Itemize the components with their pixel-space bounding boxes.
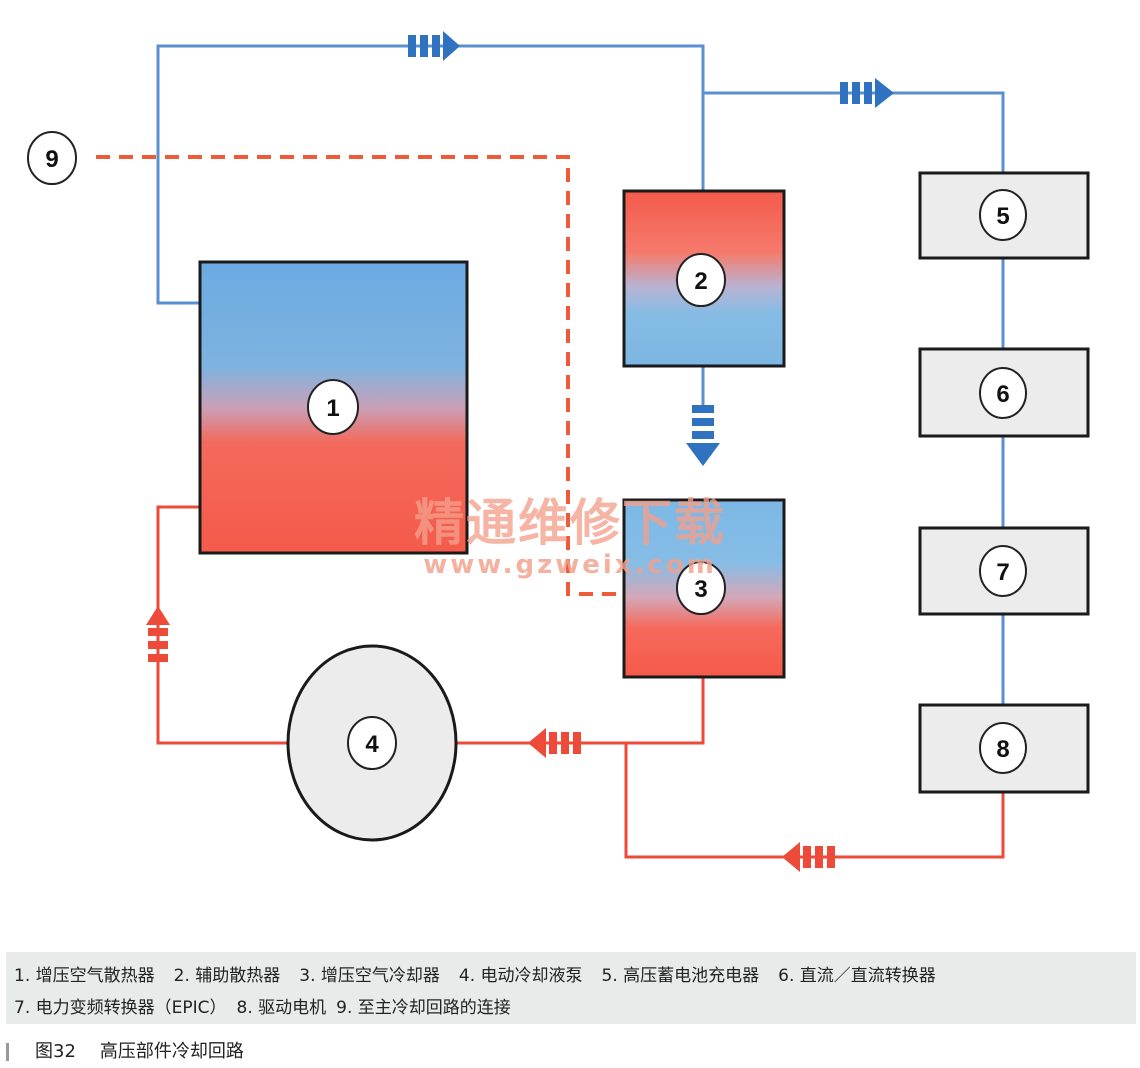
node-label-9: 9 — [45, 146, 58, 173]
legend-row-2: 7. 电力变频转换器（EPIC） 8. 驱动电机 9. 至主冷却回路的连接 — [14, 992, 1128, 1024]
component-3-charge-air-cooler: 3 — [622, 498, 786, 679]
hot-flow-arrow-up — [146, 606, 170, 662]
cold-flow-arrow-right — [840, 78, 894, 108]
legend-item-3: 3. 增压空气冷却器 — [299, 966, 440, 986]
node-label-3: 3 — [694, 576, 707, 603]
node-label-5: 5 — [996, 203, 1009, 230]
component-8-drive-motor: 8 — [918, 703, 1090, 794]
caption-marker — [6, 1043, 9, 1061]
component-4-electric-coolant-pump: 4 — [286, 644, 458, 842]
legend-item-1: 1. 增压空气散热器 — [14, 966, 155, 986]
legend-box: 1. 增压空气散热器 2. 辅助散热器 3. 增压空气冷却器 4. 电动冷却液泵 5. … — [6, 952, 1136, 1024]
legend-item-5: 5. 高压蓄电池充电器 — [601, 966, 760, 986]
component-2-auxiliary-radiator: 2 — [622, 189, 786, 368]
figure-caption: 图32 高压部件冷却回路 — [6, 1038, 244, 1066]
cold-lines — [156, 44, 1005, 705]
node-label-2: 2 — [694, 268, 707, 295]
legend-item-2: 2. 辅助散热器 — [173, 966, 281, 986]
connection-9-dashed — [96, 155, 624, 596]
hot-line-8-return — [624, 743, 1005, 859]
cold-flow-arrow-down — [686, 405, 720, 466]
legend-item-9: 9. 至主冷却回路的连接 — [336, 998, 511, 1018]
node-label-8: 8 — [996, 736, 1009, 763]
node-label-1: 1 — [326, 395, 339, 422]
legend-item-7: 7. 电力变频转换器（EPIC） — [14, 998, 227, 1018]
hot-flow-arrow-left-upper — [528, 728, 581, 758]
legend-item-6: 6. 直流／直流转换器 — [778, 966, 936, 986]
callout-9-main-circuit-connection: 9 — [27, 131, 77, 185]
legend-row-1: 1. 增压空气散热器 2. 辅助散热器 3. 增压空气冷却器 4. 电动冷却液泵 5. … — [14, 960, 1128, 992]
node-label-4: 4 — [365, 731, 379, 758]
watermark-url: www.gzweix.com — [423, 550, 717, 580]
watermark: 精通维修下载 www.gzweix.com — [414, 493, 726, 580]
component-6-dc-dc-converter: 6 — [918, 347, 1090, 438]
legend-item-8: 8. 驱动电机 — [236, 998, 327, 1018]
watermark-cn: 精通维修下载 — [414, 493, 726, 552]
component-7-power-inverter: 7 — [918, 526, 1090, 616]
figure-title: 高压部件冷却回路 — [99, 1041, 244, 1062]
hot-flow-arrow-left-lower — [782, 842, 835, 872]
component-1-charge-air-radiator: 1 — [198, 260, 469, 555]
legend-item-4: 4. 电动冷却液泵 — [458, 966, 583, 986]
cold-flow-arrow-top — [408, 31, 460, 61]
node-label-7: 7 — [996, 559, 1009, 586]
node-label-6: 6 — [996, 381, 1009, 408]
component-5-hv-battery-charger: 5 — [918, 171, 1090, 260]
figure-number: 图32 — [35, 1041, 76, 1062]
cooling-circuit-diagram: 1 2 3 4 5 6 7 8 9 — [27, 31, 1090, 872]
cold-line-to-5 — [703, 91, 1005, 173]
